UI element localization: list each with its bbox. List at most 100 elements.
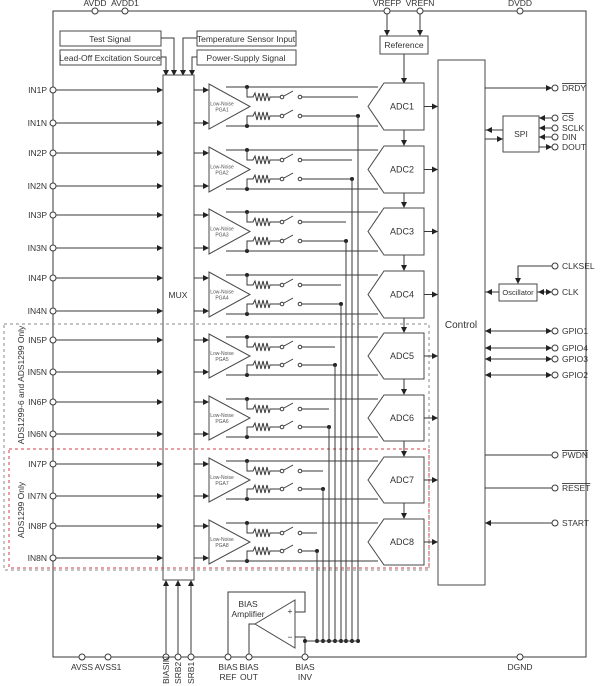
input-pin-in6p: IN6P xyxy=(28,397,163,407)
mux-block: MUX xyxy=(162,74,195,581)
oscillator-block: Oscillator xyxy=(498,283,538,302)
svg-text:ADC5: ADC5 xyxy=(390,351,414,361)
pin-dout: DOUT xyxy=(539,142,586,152)
test-signal-label: Test Signal xyxy=(89,34,131,44)
svg-text:VREFP: VREFP xyxy=(373,0,402,8)
chip-outline xyxy=(52,10,587,658)
pin-gpio2: GPIO2 xyxy=(485,370,588,380)
input-pin-in5n: IN5N xyxy=(28,367,163,377)
svg-text:REF: REF xyxy=(220,672,237,682)
svg-text:PGA8: PGA8 xyxy=(215,543,229,549)
svg-text:ADC2: ADC2 xyxy=(390,165,414,175)
svg-text:ADC8: ADC8 xyxy=(390,537,414,547)
mux-input-arrow xyxy=(180,70,186,76)
input-pin-in3p: IN3P xyxy=(28,210,163,220)
pin-gpio1: GPIO1 xyxy=(485,326,588,336)
pin-start: START xyxy=(485,518,589,528)
svg-text:IN7P: IN7P xyxy=(28,459,47,469)
svg-text:CLK: CLK xyxy=(562,287,579,297)
svg-text:PGA2: PGA2 xyxy=(215,171,229,177)
reference-block: Reference xyxy=(379,35,429,55)
svg-text:INV: INV xyxy=(298,672,313,682)
bias-amp-label-1: BIAS xyxy=(238,599,258,609)
pga-amplifier xyxy=(208,519,252,565)
mux-input-arrow xyxy=(163,70,169,76)
input-pin-in7p: IN7P xyxy=(28,459,163,469)
lead-off-label: Lead-Off Excitation Source xyxy=(59,53,161,63)
pin-dvdd: DVDD xyxy=(508,0,532,15)
pin-gpio3: GPIO3 xyxy=(485,354,588,364)
input-pin-in3n: IN3N xyxy=(28,243,163,253)
test-signal-box: Test Signal xyxy=(59,30,162,47)
pin-cs: CS xyxy=(539,113,574,123)
svg-text:DOUT: DOUT xyxy=(562,142,586,152)
opamp-plus: + xyxy=(288,606,293,616)
svg-text:ADC1: ADC1 xyxy=(390,102,414,112)
svg-text:RESET: RESET xyxy=(562,483,590,493)
svg-text:PGA7: PGA7 xyxy=(215,481,229,487)
svg-text:PWDN: PWDN xyxy=(562,450,588,460)
input-pin-in1n: IN1N xyxy=(28,118,163,128)
pga-amplifier xyxy=(208,457,252,503)
pin-reset: RESET xyxy=(485,483,590,493)
svg-text:Low-Noise: Low-Noise xyxy=(210,227,234,233)
pga-amplifier xyxy=(208,271,252,318)
pin-pwdn: PWDN xyxy=(485,450,588,460)
mux-input-arrow xyxy=(171,70,177,76)
svg-text:GPIO4: GPIO4 xyxy=(562,343,588,353)
input-pin-in5p: IN5P xyxy=(28,335,163,345)
svg-text:GPIO2: GPIO2 xyxy=(562,370,588,380)
pin-avdd1: AVDD1 xyxy=(111,0,139,15)
input-pin-in6n: IN6N xyxy=(28,429,163,439)
pin-avdd: AVDD xyxy=(84,0,107,15)
pin-gpio4: GPIO4 xyxy=(485,343,588,353)
svg-text:GPIO3: GPIO3 xyxy=(562,354,588,364)
svg-text:DIN: DIN xyxy=(562,132,577,142)
temperature-sensor-label: Temperature Sensor Input xyxy=(197,34,296,44)
input-pin-in8p: IN8P xyxy=(28,521,163,531)
oscillator-label: Oscillator xyxy=(502,288,534,297)
svg-text:PGA1: PGA1 xyxy=(215,108,229,114)
svg-text:DGND: DGND xyxy=(507,662,532,672)
svg-text:IN6P: IN6P xyxy=(28,397,47,407)
svg-text:OUT: OUT xyxy=(240,672,258,682)
input-pin-in2p: IN2P xyxy=(28,148,163,158)
svg-text:Low-Noise: Low-Noise xyxy=(210,351,234,357)
reference-label: Reference xyxy=(384,40,423,50)
svg-text:ADC7: ADC7 xyxy=(390,475,414,485)
svg-text:ADC4: ADC4 xyxy=(390,290,414,300)
input-pin-in1p: IN1P xyxy=(28,85,163,95)
svg-text:IN1P: IN1P xyxy=(28,85,47,95)
svg-text:SCLK: SCLK xyxy=(562,123,585,133)
adc-block xyxy=(367,518,425,566)
bias-opamp xyxy=(254,599,296,649)
svg-text:ADC3: ADC3 xyxy=(390,227,414,237)
mux-input-arrow xyxy=(189,70,195,76)
pin-drdy: DRDY xyxy=(485,83,586,93)
spi-block: SPI xyxy=(502,115,540,153)
pin-clk: CLK xyxy=(546,287,579,297)
input-pin-in7n: IN7N xyxy=(28,491,163,501)
pga-amplifier xyxy=(208,208,252,255)
region-8-channel xyxy=(8,448,430,569)
svg-text:Low-Noise: Low-Noise xyxy=(210,165,234,171)
pin-vrefp: VREFP xyxy=(373,0,402,15)
pga-amplifier xyxy=(208,146,252,193)
bias-amplifier: BIAS Amplifier + − xyxy=(227,591,306,657)
pin-sclk: SCLK xyxy=(539,123,585,133)
spi-label: SPI xyxy=(514,129,528,139)
opamp-minus: − xyxy=(288,632,293,642)
region-6-8-channel xyxy=(3,323,430,571)
pin-avss1: AVSS1 xyxy=(95,653,122,672)
input-pin-in8n: IN8N xyxy=(28,553,163,563)
svg-text:DRDY: DRDY xyxy=(562,83,586,93)
svg-text:PGA5: PGA5 xyxy=(215,357,229,363)
bias-amp-label-2: Amplifier xyxy=(231,609,264,619)
svg-text:Low-Noise: Low-Noise xyxy=(210,413,234,419)
svg-text:IN2N: IN2N xyxy=(28,181,47,191)
svg-text:VREFN: VREFN xyxy=(406,0,435,8)
